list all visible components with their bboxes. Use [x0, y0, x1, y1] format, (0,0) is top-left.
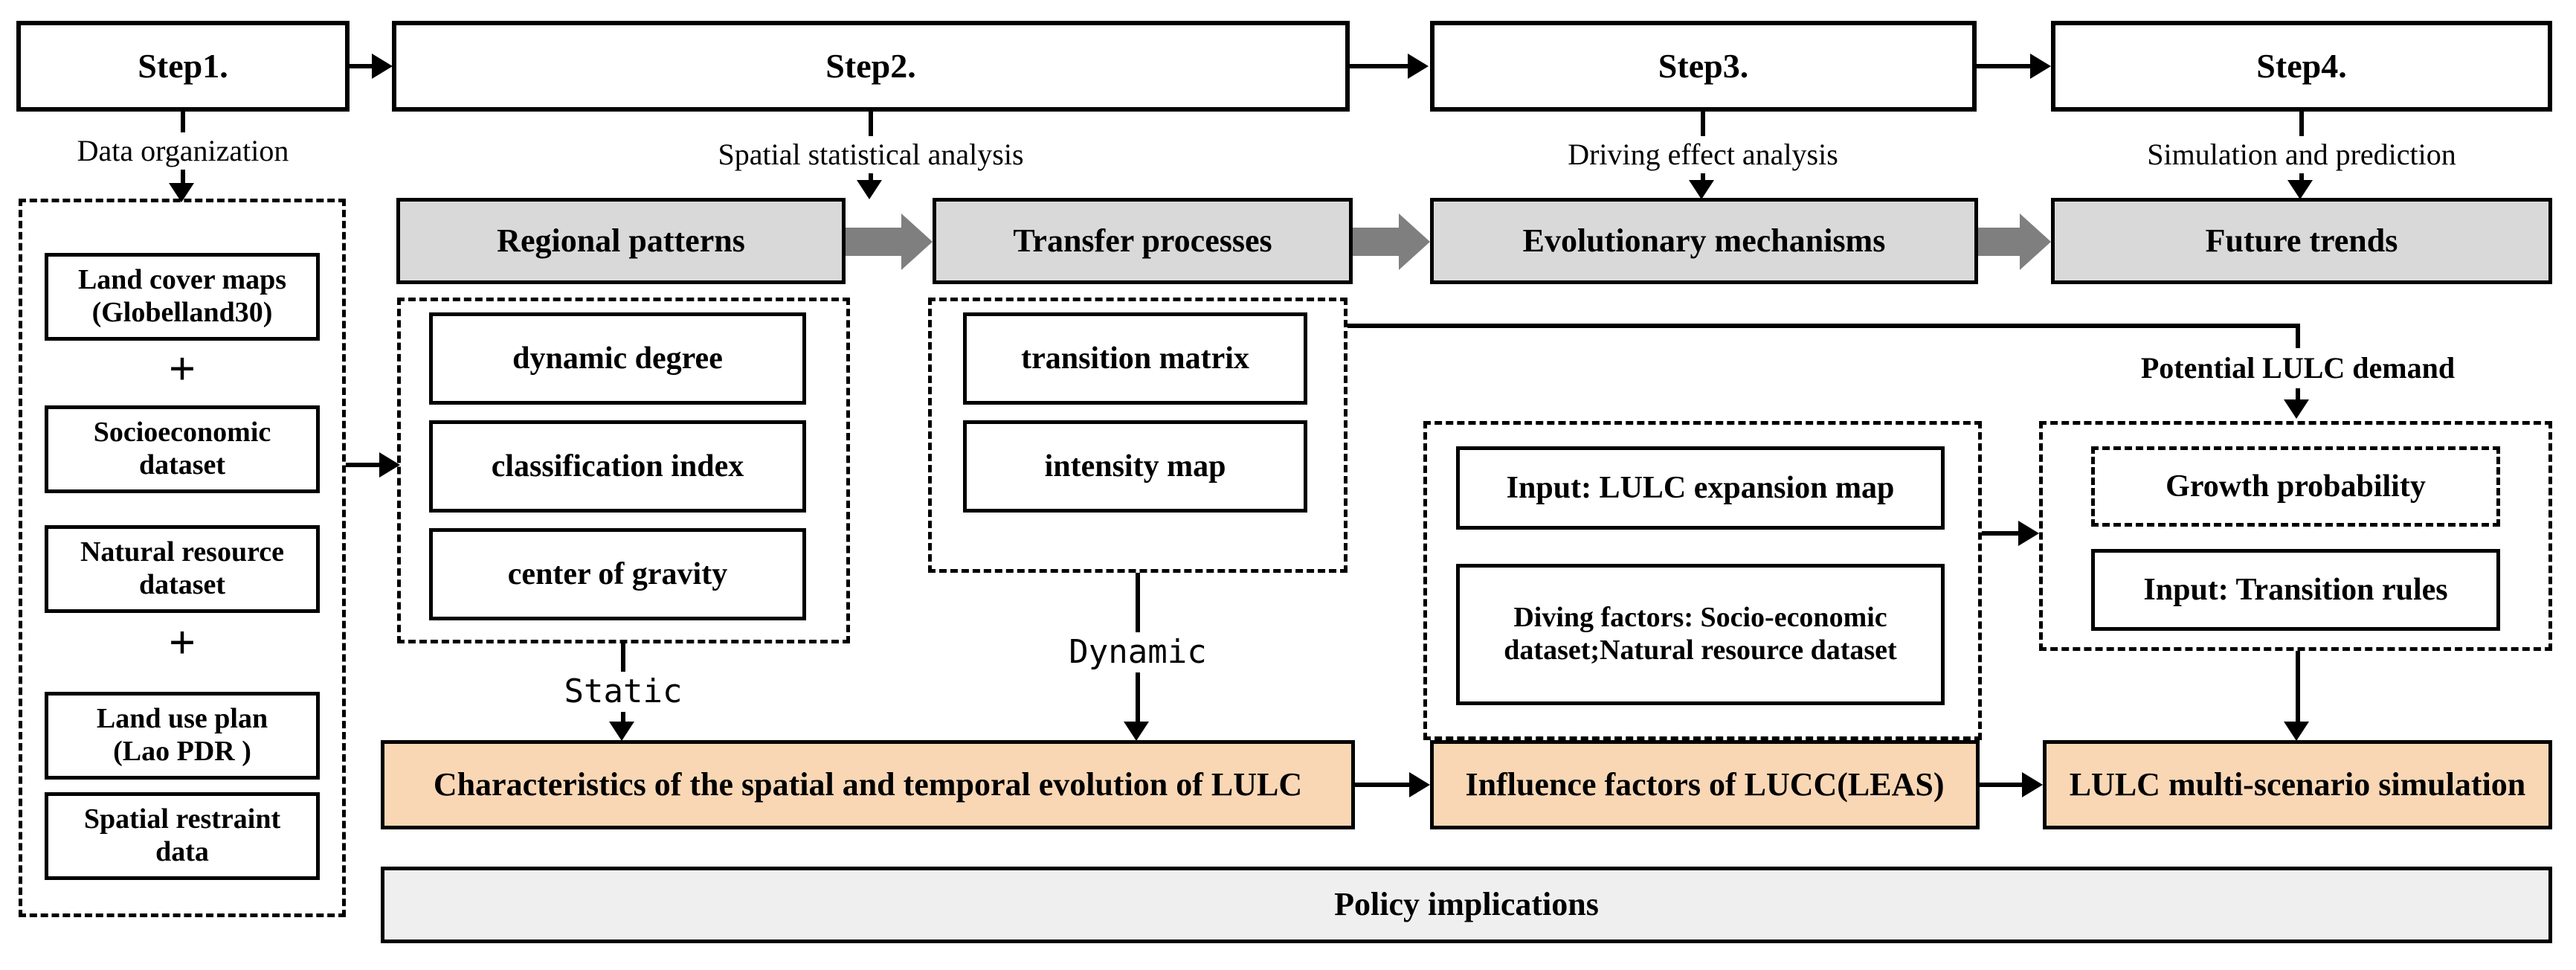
flow-spatial-statistical-analysis-label: Spatial statistical analysis: [718, 138, 1024, 171]
flow-driving-effect-analysis-label: Driving effect analysis: [1568, 138, 1838, 171]
data-panel: [19, 199, 346, 917]
simulation-inputs-panel: [2039, 421, 2552, 651]
plus-sign-1: +: [168, 341, 196, 395]
regional-methods-panel: [397, 298, 850, 643]
stage-transfer-processes: Transfer processes: [933, 198, 1353, 284]
data-box-natural-resource-dataset: Natural resource dataset: [45, 525, 320, 613]
stage-regional-patterns: Regional patterns: [396, 198, 846, 284]
potential-lulc-demand-label: Potential LULC demand: [2140, 351, 2456, 385]
data-box-land-cover-maps: Land cover maps (Globelland30): [45, 253, 320, 341]
method-transition-matrix: transition matrix: [963, 312, 1307, 405]
flow-simulation-and-prediction-label: Simulation and prediction: [2147, 138, 2456, 171]
step2-box: Step2.: [392, 21, 1350, 112]
input-lulc-expansion-map-box: Input: LULC expansion map: [1456, 446, 1945, 530]
data-box-spatial-restraint-data: Spatial restraint data: [45, 792, 320, 880]
step4-box: Step4.: [2051, 21, 2552, 112]
method-intensity-map: intensity map: [963, 420, 1307, 513]
step3-box: Step3.: [1430, 21, 1977, 112]
flow-data-organization-label: Data organization: [77, 134, 289, 167]
leas-inputs-panel: [1423, 421, 1982, 740]
transfer-methods-panel: [928, 298, 1347, 573]
static-label: Static: [564, 672, 683, 710]
input-transition-rules-box: Input: Transition rules: [2091, 549, 2500, 631]
data-box-land-use-plan: Land use plan (Lao PDR ): [45, 692, 320, 780]
outcome-characteristics-box: Characteristics of the spatial and tempo…: [381, 740, 1355, 829]
method-classification-index: classification index: [429, 420, 806, 513]
dynamic-label: Dynamic: [1069, 632, 1207, 671]
stage-evolutionary-mechanisms: Evolutionary mechanisms: [1430, 198, 1978, 284]
method-center-of-gravity: center of gravity: [429, 528, 806, 620]
step1-box: Step1.: [16, 21, 350, 112]
policy-implications-bar: Policy implications: [381, 867, 2552, 943]
outcome-multi-scenario-box: LULC multi-scenario simulation: [2043, 740, 2552, 829]
method-dynamic-degree: dynamic degree: [429, 312, 806, 405]
plus-sign-2: +: [168, 615, 196, 669]
growth-probability-box: Growth probability: [2091, 446, 2500, 527]
driving-factors-box: Diving factors: Socio-economic dataset;N…: [1456, 564, 1945, 705]
outcome-influence-factors-box: Influence factors of LUCC(LEAS): [1430, 740, 1980, 829]
stage-future-trends: Future trends: [2051, 198, 2552, 284]
data-box-socioeconomic-dataset: Socioeconomic dataset: [45, 405, 320, 493]
